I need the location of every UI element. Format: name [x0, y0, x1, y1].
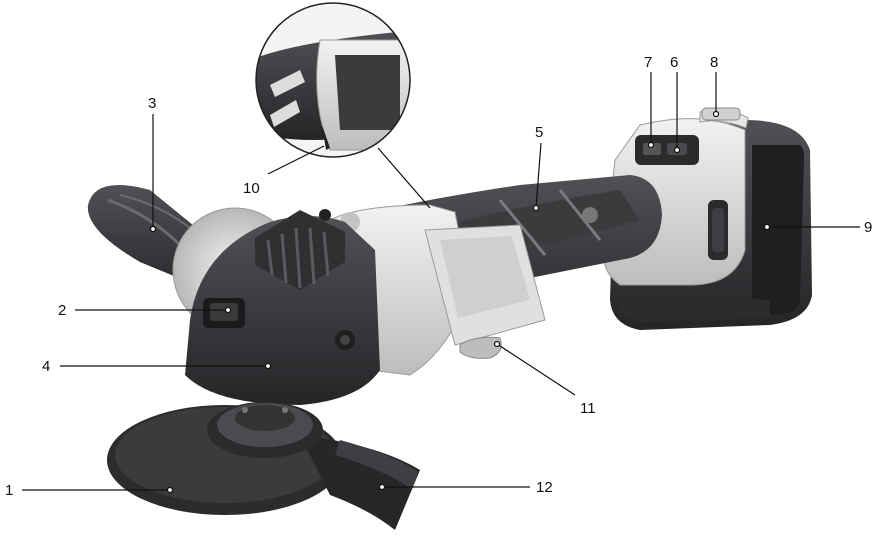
spindle-lock-button[interactable]	[203, 298, 245, 328]
callout-11: 11	[580, 400, 596, 417]
paddle-switch[interactable]	[459, 336, 502, 359]
callout-8: 8	[710, 54, 718, 71]
callout-1: 1	[5, 482, 13, 499]
spindle-flange	[207, 402, 323, 458]
callout-4: 4	[42, 358, 50, 375]
callout-3: 3	[148, 95, 156, 112]
callout-6: 6	[670, 54, 678, 71]
callout-7: 7	[644, 54, 652, 71]
callout-9: 9	[864, 219, 872, 236]
speed-indicator-lights	[643, 143, 661, 155]
callout-12: 12	[536, 479, 553, 496]
callout-5: 5	[535, 124, 543, 141]
battery-release-button[interactable]	[701, 107, 741, 121]
gear-head	[185, 209, 380, 405]
leader-lines	[22, 72, 860, 494]
zoom-inset	[255, 2, 431, 209]
callout-10: 10	[243, 180, 260, 197]
callout-2: 2	[58, 302, 66, 319]
